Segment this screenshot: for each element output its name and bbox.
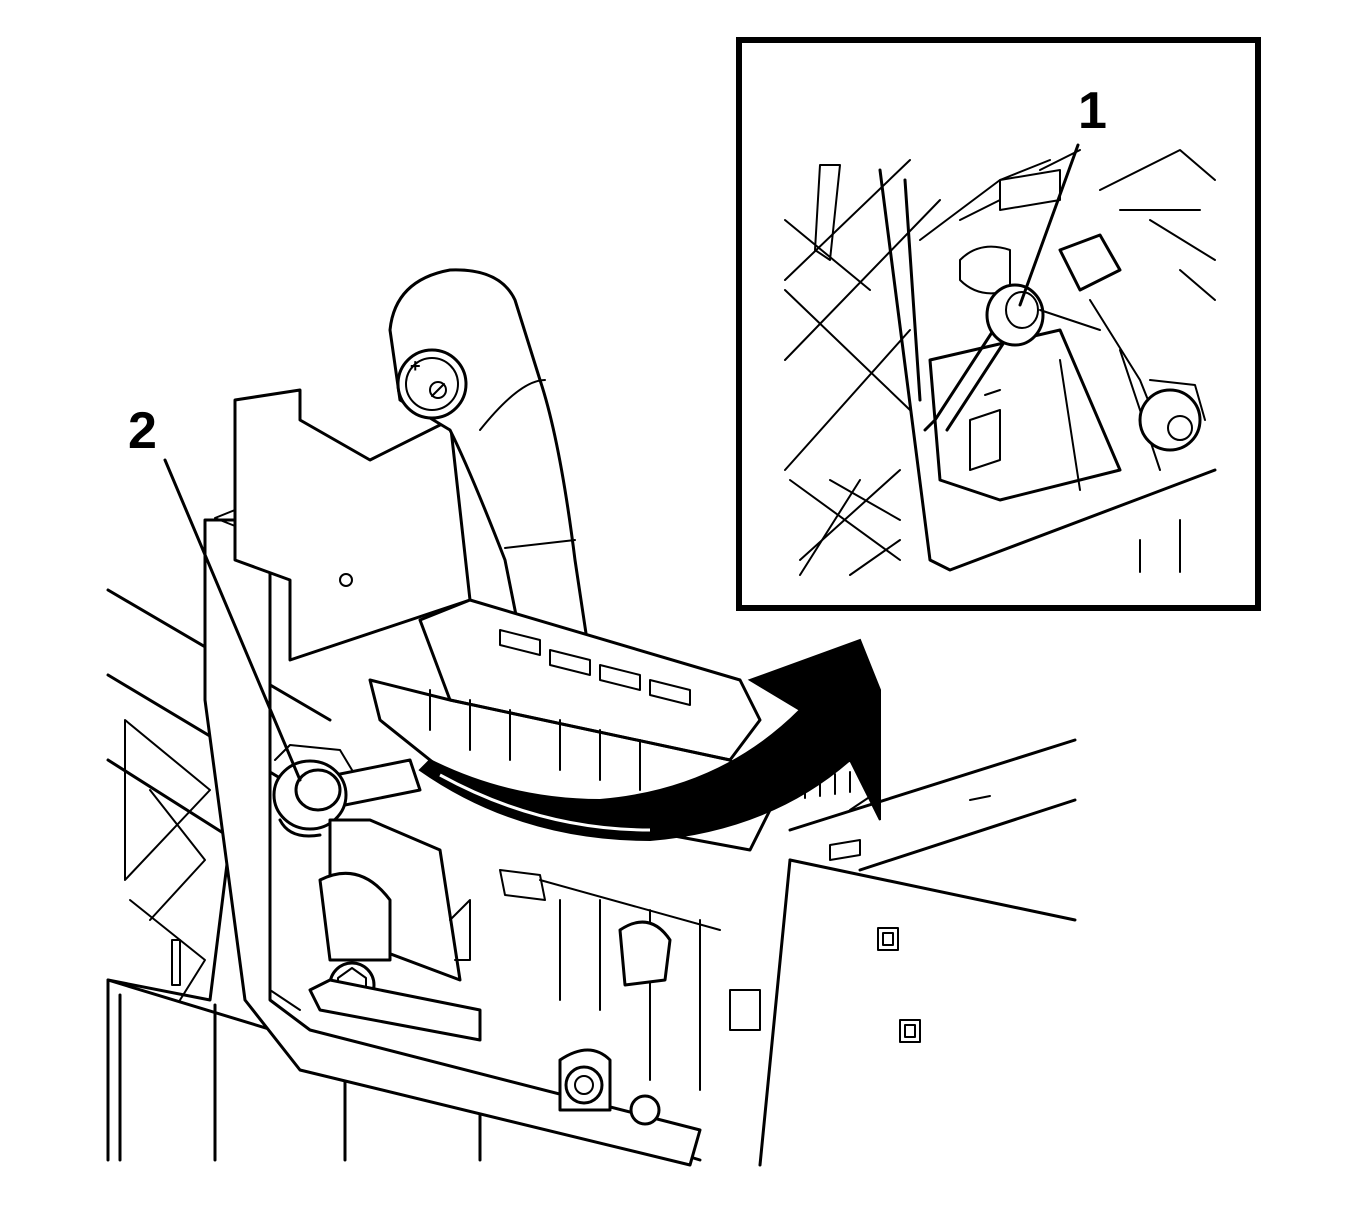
cable-end-1: [985, 283, 1045, 347]
lower-mechanism: [308, 818, 761, 1126]
cable-end-2: [272, 744, 422, 838]
rear-panel: [233, 388, 472, 662]
knob-plus-icon: +: [410, 356, 421, 376]
callout-2: 2: [128, 402, 157, 460]
console-side-box: [758, 738, 1077, 1167]
shifter-bracket: [203, 507, 702, 1167]
leader-line-1: [1018, 143, 1080, 307]
fastener-square-lower: [899, 1019, 921, 1043]
inset-detail: [736, 37, 1261, 611]
leader-line-2: [163, 458, 302, 782]
inset-drawing: [784, 149, 1217, 576]
shift-lever: +: [388, 268, 592, 662]
fastener-square-upper: [877, 927, 899, 951]
callout-1: 1: [1078, 82, 1107, 140]
curved-arrow-icon: [418, 638, 881, 842]
bolt-bottom: [564, 1065, 604, 1105]
shift-gate-assembly: [368, 598, 772, 852]
